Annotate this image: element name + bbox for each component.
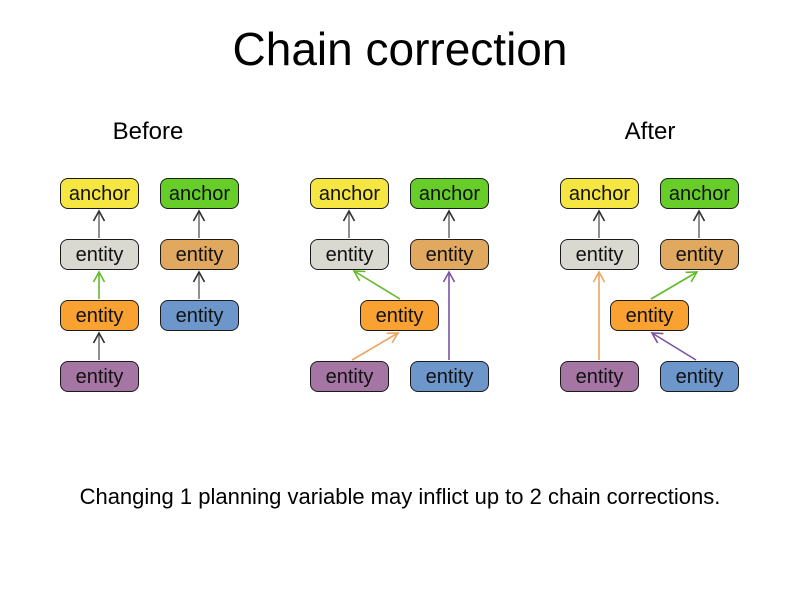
arrow-entity-purple-to-entity-orange [351,332,400,361]
anchor-node-green: anchor [660,178,739,209]
after-label: After [624,118,676,145]
entity-node-purple: entity [310,361,389,392]
arrow-entity-orange-to-entity-gray [352,270,401,300]
anchor-node-yellow: anchor [310,178,389,209]
entity-node-tan: entity [410,239,489,270]
before-label: Before [112,118,184,145]
entity-node-orange: entity [360,300,439,331]
entity-node-orange: entity [610,300,689,331]
entity-node-tan: entity [660,239,739,270]
anchor-node-yellow: anchor [560,178,639,209]
caption: Changing 1 planning variable may inflict… [79,484,721,509]
entity-node-purple: entity [60,361,139,392]
entity-node-gray: entity [310,239,389,270]
entity-node-blue: entity [410,361,489,392]
anchor-node-green: anchor [410,178,489,209]
entity-node-gray: entity [60,239,139,270]
entity-node-orange: entity [60,300,139,331]
page-title: Chain correction [232,23,568,75]
arrow-entity-blue-to-entity-orange [650,332,697,361]
entity-node-purple: entity [560,361,639,392]
arrow-entity-orange-to-entity-tan [650,271,699,300]
entity-node-blue: entity [660,361,739,392]
anchor-node-yellow: anchor [60,178,139,209]
anchor-node-green: anchor [160,178,239,209]
entity-node-tan: entity [160,239,239,270]
entity-node-blue: entity [160,300,239,331]
entity-node-gray: entity [560,239,639,270]
